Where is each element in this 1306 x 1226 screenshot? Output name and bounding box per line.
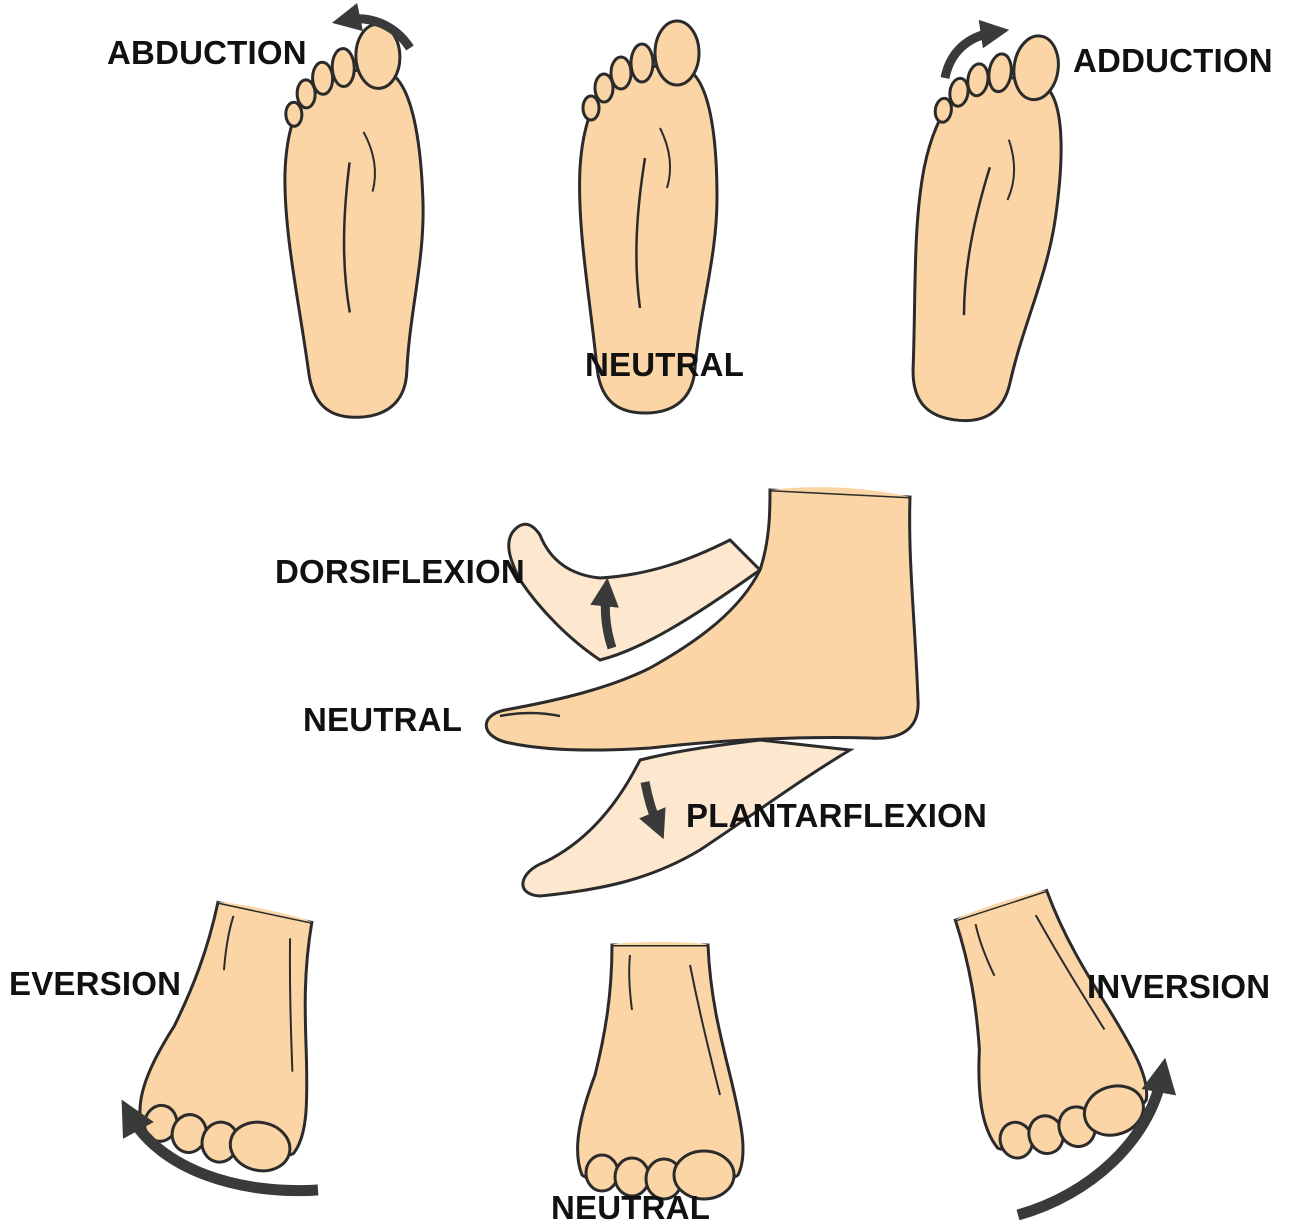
neutral-front-foot	[578, 942, 743, 1199]
dorsiflexion-label: DORSIFLEXION	[275, 555, 525, 588]
neutral-middle-label: NEUTRAL	[303, 703, 462, 736]
abduction-label: ABDUCTION	[107, 36, 307, 69]
everted-foot	[131, 892, 346, 1178]
inverted-foot	[922, 877, 1159, 1173]
neutral-bottom-label: NEUTRAL	[551, 1191, 710, 1224]
eversion-label: EVERSION	[9, 967, 181, 1000]
adduction-label: ADDUCTION	[1073, 44, 1273, 77]
inversion-label: INVERSION	[1087, 970, 1270, 1003]
adducted-sole	[890, 23, 1081, 430]
neutral-top-label: NEUTRAL	[585, 348, 744, 381]
abducted-sole	[279, 23, 430, 420]
plantarflexion-label: PLANTARFLEXION	[686, 799, 987, 832]
